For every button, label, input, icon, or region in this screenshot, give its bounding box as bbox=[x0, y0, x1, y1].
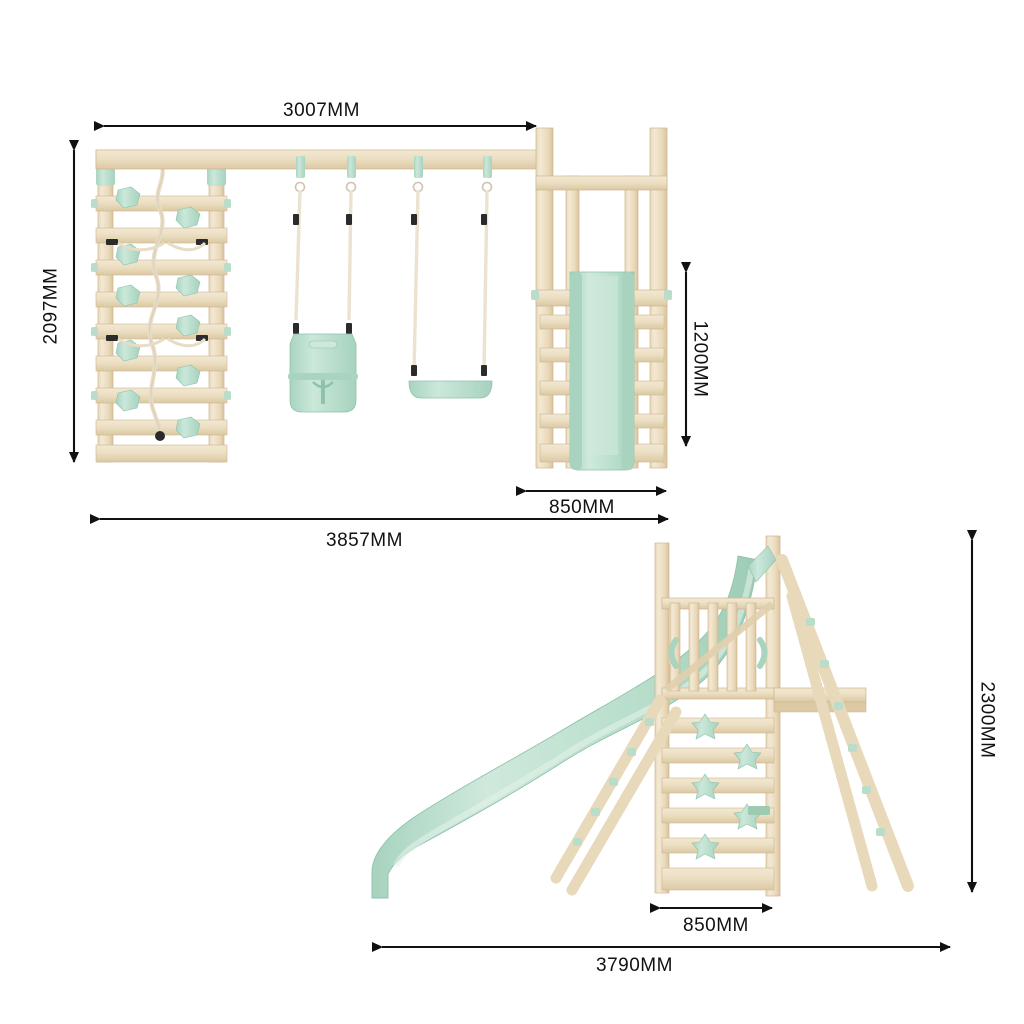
wave-slide-persp bbox=[371, 555, 759, 899]
dimension-label-3007mm: 3007MM bbox=[283, 100, 360, 121]
front-dimension-lines bbox=[69, 121, 691, 524]
angled-perspective-view bbox=[371, 530, 977, 952]
front-elevation-view bbox=[69, 121, 691, 524]
wave-slide-front bbox=[569, 271, 635, 471]
ladder-right bbox=[776, 554, 914, 892]
dimension-label-1200mm: 1200MM bbox=[689, 320, 711, 398]
baby-swing bbox=[288, 190, 358, 413]
climbing-wall-persp bbox=[661, 717, 775, 891]
tower-deck bbox=[773, 687, 867, 713]
perspective-dimension-lines bbox=[372, 530, 977, 952]
dimension-label-2097mm: 2097MM bbox=[40, 267, 62, 345]
dimension-label-850mm-front: 850MM bbox=[549, 497, 615, 518]
swing-beam bbox=[95, 149, 543, 193]
tower-railing bbox=[661, 597, 775, 700]
star-holds bbox=[691, 713, 762, 860]
climbing-frame bbox=[91, 149, 243, 463]
flat-swing bbox=[408, 190, 493, 399]
dimension-label-3857mm: 3857MM bbox=[326, 530, 403, 551]
dimension-label-2300mm: 2300MM bbox=[976, 681, 998, 759]
tower bbox=[531, 127, 672, 469]
ladder-left bbox=[550, 694, 682, 896]
dimension-label-850mm-perspective: 850MM bbox=[683, 915, 749, 936]
dimension-label-3790mm: 3790MM bbox=[596, 955, 673, 976]
tower-posts-persp bbox=[654, 535, 781, 897]
